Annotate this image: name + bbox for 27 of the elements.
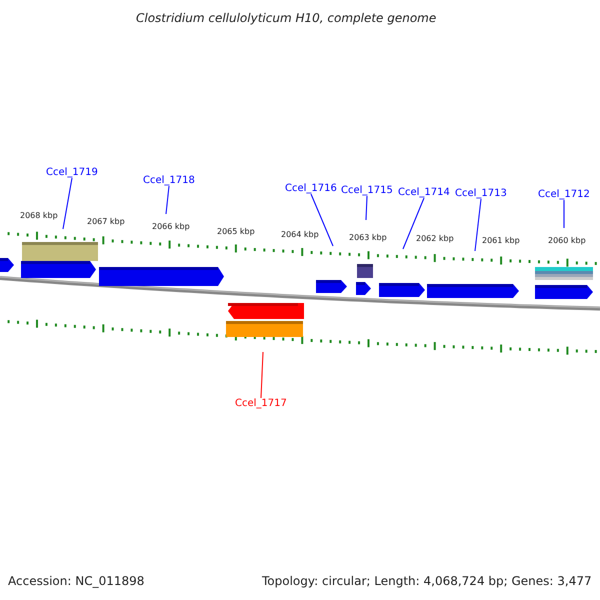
- scale-label: 2068 kbp: [20, 211, 58, 220]
- leader-line: [474, 198, 482, 252]
- scale-label: 2065 kbp: [217, 227, 255, 236]
- gene-label: Ccel_1717: [235, 398, 287, 409]
- footer-text: Accession: NC_011898: [8, 574, 144, 588]
- scale-label: 2067 kbp: [87, 217, 125, 226]
- scale-label: 2061 kbp: [482, 236, 520, 245]
- gene-label: Ccel_1719: [46, 167, 98, 178]
- gene-label: Ccel_1716: [285, 183, 337, 194]
- title: Clostridium cellulolyticum H10, complete genome: [136, 11, 436, 25]
- leader-line: [310, 194, 334, 246]
- scale-label: 2062 kbp: [416, 234, 454, 243]
- leader-line: [166, 186, 170, 214]
- scale-label: 2064 kbp: [281, 230, 319, 239]
- footer-text: Topology: circular; Length: 4,068,724 bp; Genes: 3,477: [262, 574, 592, 588]
- gene-label: Ccel_1712: [538, 189, 590, 200]
- leader-line: [260, 352, 264, 398]
- leader-line: [366, 196, 368, 220]
- gene-label: Ccel_1713: [455, 188, 507, 199]
- leader-line: [62, 178, 72, 230]
- gene-label: Ccel_1715: [341, 185, 393, 196]
- gene-label: Ccel_1714: [398, 187, 450, 198]
- leader-line: [402, 198, 424, 250]
- scale-label: 2066 kbp: [152, 222, 190, 231]
- scale-label: 2063 kbp: [349, 233, 387, 242]
- scale-label: 2060 kbp: [548, 236, 586, 245]
- gene-label: Ccel_1718: [143, 175, 195, 186]
